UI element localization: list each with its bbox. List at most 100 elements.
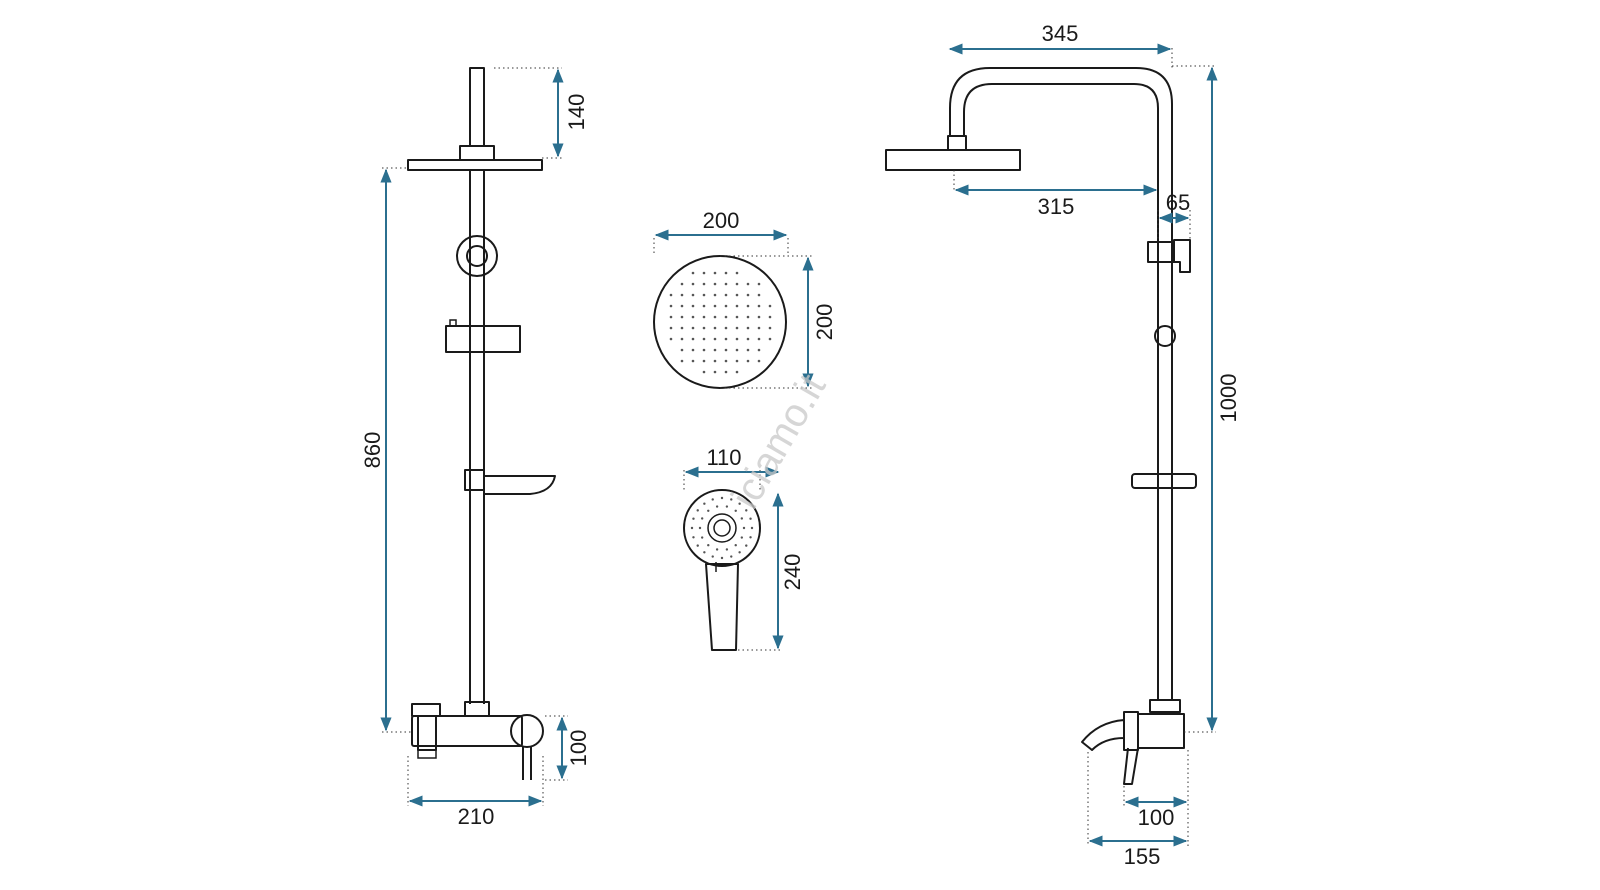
overhead-arm xyxy=(949,67,1173,700)
nozzle-dot xyxy=(742,526,746,530)
nozzle-dot xyxy=(707,509,710,512)
dim-label-140: 140 xyxy=(564,94,589,131)
nozzle-dot xyxy=(691,348,695,352)
nozzle-dot xyxy=(757,304,761,308)
nozzle-dot xyxy=(768,326,772,330)
nozzle-dot xyxy=(691,282,695,286)
nozzle-dot xyxy=(730,555,733,558)
nozzle-dot xyxy=(696,544,699,547)
front-view: 140 860 100 210 xyxy=(360,67,591,829)
nozzle-dot xyxy=(707,544,710,547)
nozzle-dot xyxy=(746,348,750,352)
dim-label-860: 860 xyxy=(360,432,385,469)
nozzle-dot xyxy=(735,315,739,319)
nozzle-dot xyxy=(703,502,706,505)
nozzle-dot xyxy=(680,293,684,297)
nozzle-dot xyxy=(725,505,729,508)
spout-side xyxy=(1081,719,1125,751)
rain-head-nozzles xyxy=(669,271,772,374)
nozzle-dot xyxy=(749,517,752,520)
nozzle-dot xyxy=(713,293,717,297)
nozzle-dot xyxy=(768,304,772,308)
nozzle-dot xyxy=(724,293,728,297)
nozzle-dot xyxy=(700,517,704,520)
nozzle-dot xyxy=(724,348,728,352)
nozzle-dot xyxy=(680,359,684,363)
nozzle-dot xyxy=(703,551,706,554)
nozzle-dot xyxy=(735,370,739,374)
nozzle-dot xyxy=(711,555,714,558)
nozzle-dot xyxy=(680,304,684,308)
nozzle-dot xyxy=(735,359,739,363)
dim-label-100-front: 100 xyxy=(566,730,591,767)
nozzle-dot xyxy=(713,282,717,286)
soap-dish-side xyxy=(1131,473,1197,489)
nozzle-dot xyxy=(746,282,750,286)
dim-label-210: 210 xyxy=(458,804,495,829)
hand-shower-handle xyxy=(705,563,739,651)
nozzle-dot xyxy=(735,282,739,286)
nozzle-dot xyxy=(746,315,750,319)
nozzle-dot xyxy=(691,304,695,308)
nozzle-dot xyxy=(702,304,706,308)
nozzle-dot xyxy=(702,337,706,341)
slider-ring-side xyxy=(1154,325,1176,347)
nozzle-dot xyxy=(724,326,728,330)
dim-label-110: 110 xyxy=(706,445,741,470)
nozzle-dot xyxy=(745,509,748,512)
dim-label-200-height: 200 xyxy=(812,304,837,341)
holder-ring xyxy=(456,235,498,277)
nozzle-dot xyxy=(700,536,704,539)
nozzle-dot xyxy=(680,315,684,319)
column-coupling xyxy=(464,701,490,717)
nozzle-dot xyxy=(746,326,750,330)
nozzle-dot xyxy=(757,282,761,286)
nozzle-dot xyxy=(724,359,728,363)
nozzle-dot xyxy=(691,293,695,297)
nozzle-dot xyxy=(730,498,733,501)
nozzle-dot xyxy=(691,326,695,330)
nozzle-dot xyxy=(740,536,744,539)
dim-label-200-width: 200 xyxy=(703,208,740,233)
nozzle-dot xyxy=(680,348,684,352)
nozzle-dot xyxy=(757,359,761,363)
nozzle-dot xyxy=(691,359,695,363)
nozzle-dot xyxy=(734,544,737,547)
nozzle-dot xyxy=(711,498,714,501)
hand-shower-nozzles xyxy=(690,496,754,560)
nozzle-dot xyxy=(724,337,728,341)
nozzle-dot xyxy=(720,496,724,500)
nozzle-dot xyxy=(680,337,684,341)
nozzle-dot xyxy=(702,282,706,286)
dim-label-155: 155 xyxy=(1124,844,1161,869)
nozzle-dot xyxy=(745,544,748,547)
nozzle-dot xyxy=(715,505,719,508)
nozzle-dot xyxy=(669,304,673,308)
rain-head-side xyxy=(885,149,1021,171)
nozzle-dot xyxy=(724,282,728,286)
nozzle-dot xyxy=(713,315,717,319)
nozzle-dot xyxy=(702,326,706,330)
nozzle-dot xyxy=(725,548,729,551)
rain-head-top-view: 200 200 xyxy=(653,208,837,389)
nozzle-dot xyxy=(720,556,724,560)
soap-dish-front xyxy=(464,469,556,495)
mixer-body-front xyxy=(411,715,523,747)
nozzle-dot xyxy=(702,315,706,319)
nozzle-dot xyxy=(749,536,752,539)
nozzle-dot xyxy=(735,293,739,297)
nozzle-dot xyxy=(746,293,750,297)
nozzle-dot xyxy=(692,517,695,520)
nozzle-dot xyxy=(702,348,706,352)
nozzle-dot xyxy=(735,326,739,330)
coupling-side xyxy=(1149,699,1181,713)
nozzle-dot xyxy=(691,337,695,341)
side-view: 345 315 65 1000 100 155 xyxy=(885,21,1241,869)
nozzle-dot xyxy=(768,315,772,319)
nozzle-dot xyxy=(680,282,684,286)
dim-label-65: 65 xyxy=(1166,190,1190,215)
nozzle-dot xyxy=(702,370,706,374)
nozzle-dot xyxy=(702,271,706,275)
nozzle-dot xyxy=(724,304,728,308)
